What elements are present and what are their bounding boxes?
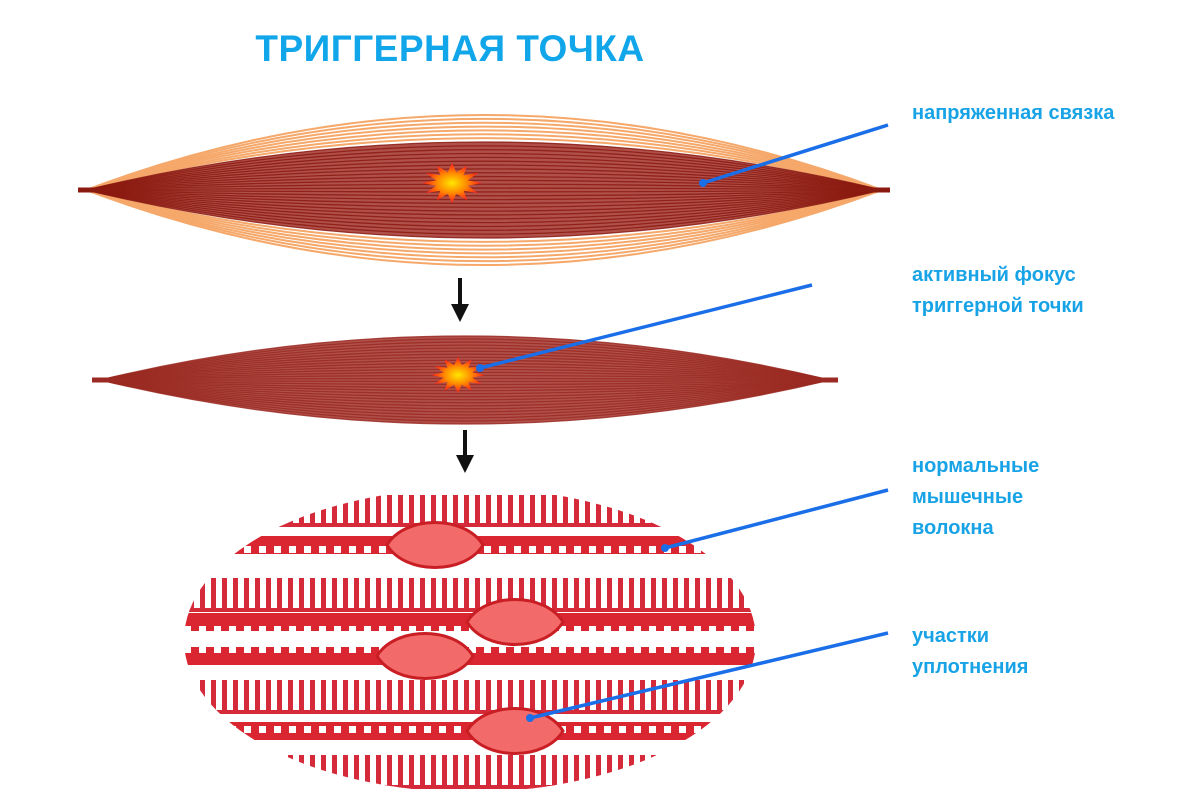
outer-fiber-line <box>85 129 883 191</box>
fiber-row-striated <box>184 755 756 789</box>
label-active-focus: активный фокус триггерной точки <box>912 264 1084 317</box>
muscle-fiber-line <box>85 189 883 231</box>
muscle-fiber-line <box>99 379 831 398</box>
fiber-row-base <box>184 523 756 527</box>
muscle-fiber-line <box>85 189 883 208</box>
label-normal-fibers: нормальные мышечные волокна <box>912 455 1040 539</box>
muscle-fiber-line <box>99 341 831 381</box>
muscle-fiber-line <box>85 179 883 191</box>
muscle-fiber-line <box>99 356 831 381</box>
fiber-row-striated <box>184 495 756 527</box>
outer-fiber-line <box>85 114 883 191</box>
outer-fiber-line <box>85 189 883 266</box>
contraction-knot <box>375 632 475 680</box>
muscle-fiber-line <box>99 379 831 392</box>
muscle-fiber-line <box>99 379 831 404</box>
fiber-row-base <box>184 710 756 714</box>
muscle-fiber-line <box>85 189 883 224</box>
muscle-fiber-line <box>99 379 831 419</box>
muscle-fiber-line <box>99 379 831 413</box>
muscle-fiber-line <box>85 189 883 228</box>
muscle-fiber-line <box>85 152 883 191</box>
taut-band-muscle <box>78 114 890 266</box>
contraction-knot <box>385 521 485 569</box>
outer-fiber-line <box>85 189 883 243</box>
muscle-fiber-line <box>85 160 883 191</box>
muscle-fiber-line <box>85 187 883 191</box>
label-contraction-knots: участки уплотнения <box>912 625 1029 678</box>
pointer-line <box>529 631 889 720</box>
muscle-fiber-line <box>85 189 883 197</box>
outer-fiber-line <box>85 189 883 255</box>
muscle-fiber-line <box>99 335 831 381</box>
pointer-dot <box>661 544 669 552</box>
muscle-fiber-line <box>99 379 831 401</box>
down-arrow-icon <box>451 278 469 322</box>
muscle-fiber-line <box>85 189 883 216</box>
muscle-fiber-line <box>85 183 883 191</box>
label-taut-band: напряженная связка <box>912 102 1115 124</box>
outer-fiber-line <box>85 117 883 191</box>
outer-fiber-line <box>85 125 883 191</box>
pointer-dot <box>699 179 707 187</box>
fiber-row-base <box>184 608 756 612</box>
trigger-point-burst <box>431 357 485 393</box>
pointer-line <box>702 123 889 185</box>
outer-fiber-line <box>85 189 883 251</box>
muscle-fiber-line <box>99 379 831 395</box>
muscle-fiber-line <box>85 189 883 205</box>
pointer-dot <box>526 714 534 722</box>
muscle-fiber-line <box>85 189 883 212</box>
muscle-fiber-line <box>85 141 883 191</box>
muscle-fiber-line <box>99 353 831 381</box>
muscle-fiber-line <box>99 379 831 425</box>
muscle-fiber-line <box>85 189 883 193</box>
fiber-row-striated <box>184 578 756 612</box>
outer-fiber-line <box>85 189 883 247</box>
muscle-fiber-line <box>99 379 831 407</box>
page-title: ТРИГГЕРНАЯ ТОЧКА <box>255 28 645 69</box>
muscle-fiber-line <box>85 164 883 191</box>
muscle-fiber-line <box>99 338 831 381</box>
muscle-fiber-line <box>99 362 831 381</box>
muscle-fiber-line <box>99 379 831 422</box>
muscle-fiber-line <box>85 172 883 191</box>
muscle-fiber-line <box>99 379 831 416</box>
muscle-fiber-line <box>99 347 831 381</box>
down-arrow-icon <box>456 430 474 473</box>
muscle-fiber-line <box>85 189 883 201</box>
muscle-fiber-line <box>85 145 883 191</box>
outer-fiber-line <box>85 121 883 191</box>
pointer-lines <box>476 123 889 722</box>
pointer-dot <box>476 364 484 372</box>
muscle-fiber-line <box>99 359 831 381</box>
muscle-fiber-line <box>85 189 883 235</box>
outer-fiber-line <box>85 189 883 263</box>
contraction-knot <box>465 707 565 755</box>
outer-fiber-line <box>85 189 883 259</box>
pointer-line <box>664 488 889 550</box>
contraction-knot <box>465 598 565 646</box>
fiber-row-striated <box>184 680 756 714</box>
pointer-line <box>479 283 813 370</box>
muscle-fiber-line <box>85 149 883 191</box>
muscle-fiber-line <box>85 156 883 191</box>
contracted-muscle <box>92 335 838 425</box>
trigger-point-burst <box>422 163 482 203</box>
muscle-fiber-line <box>85 175 883 191</box>
muscle-fiber-line <box>99 344 831 381</box>
muscle-fiber-line <box>85 189 883 239</box>
muscle-fiber-line <box>85 189 883 220</box>
muscle-fiber-line <box>99 379 831 410</box>
muscle-fiber-line <box>99 379 831 389</box>
muscle-fiber-line <box>85 168 883 191</box>
muscle-fiber-cross-section <box>184 495 756 789</box>
fiber-row-base <box>184 785 756 789</box>
muscle-fiber-line <box>99 350 831 381</box>
